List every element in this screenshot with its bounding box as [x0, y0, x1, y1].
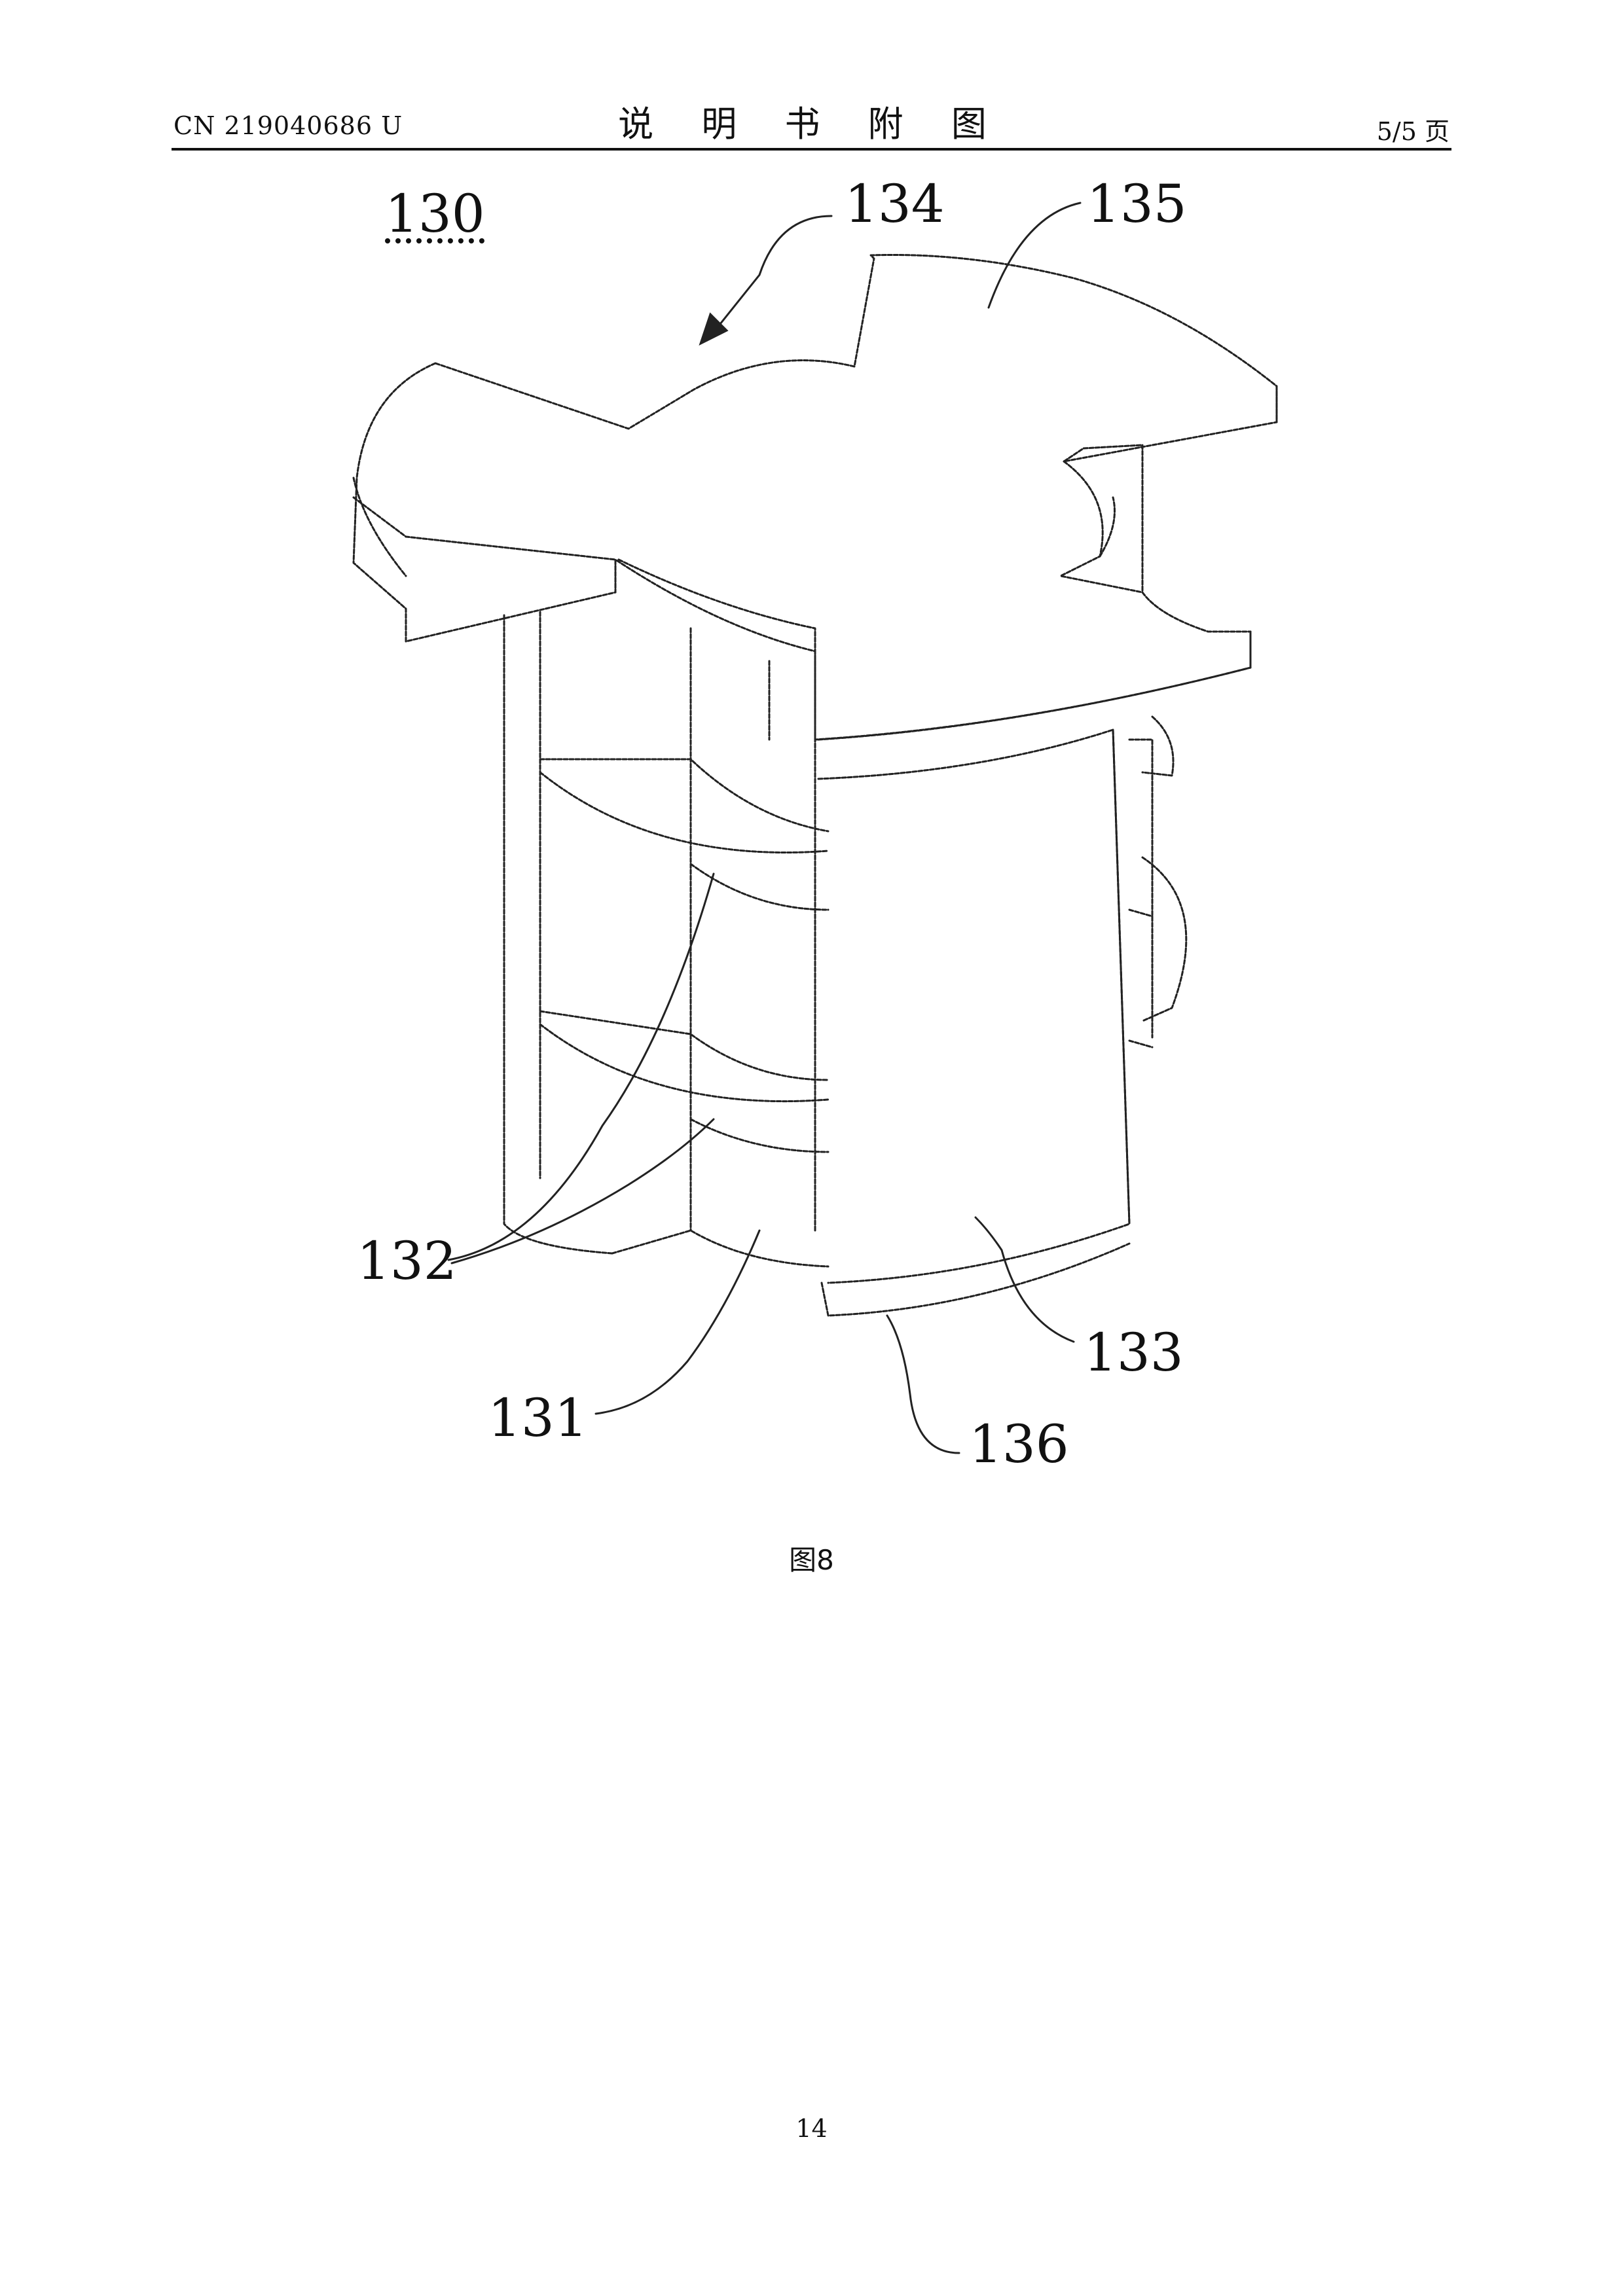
leader-136: [886, 1314, 960, 1454]
fin-upper-lower: [539, 771, 830, 853]
page-header-title: 说 明 书 附 图: [618, 103, 1005, 145]
front-shell-panel: [817, 728, 1131, 1284]
top-plate-front-edge: [617, 558, 816, 741]
body-left-wall: [503, 614, 613, 1255]
header-divider: [172, 148, 1451, 151]
body-bottom: [611, 1229, 830, 1268]
reference-label-130: 130: [385, 183, 485, 244]
reference-label-136: 136: [969, 1414, 1069, 1475]
patent-number: CN 219040686 U: [173, 111, 403, 140]
front-shell-right-edge: [1112, 728, 1131, 1225]
leader-134: [706, 215, 833, 342]
figure-caption: 图8: [789, 1544, 834, 1576]
reference-label-135: 135: [1087, 173, 1187, 234]
reference-label-133: 133: [1084, 1322, 1184, 1383]
top-plate-right-edge: [817, 666, 1252, 741]
figure-8-drawing: 130 134 135 132 131 133 136: [352, 173, 1278, 1475]
fin-upper: [539, 758, 830, 833]
fin-upper-curve: [689, 863, 830, 911]
fin-lower-curve: [689, 1118, 830, 1153]
leader-133: [974, 1216, 1075, 1343]
front-shell-base: [820, 1242, 1131, 1317]
top-plate-edge: [352, 496, 617, 594]
right-side-flange: [1128, 738, 1154, 1039]
top-cutout-inner: [1099, 496, 1116, 558]
reference-label-131: 131: [488, 1388, 588, 1448]
fin-lower: [539, 1010, 830, 1081]
right-side-bulge-mid: [1141, 856, 1188, 1022]
page-indicator: 5/5 页: [1376, 117, 1450, 146]
leader-135: [987, 202, 1082, 309]
component-line-drawing: [352, 202, 1278, 1454]
leader-134-arrowhead: [699, 312, 729, 346]
leader-131: [594, 1229, 761, 1415]
reference-label-134: 134: [845, 173, 945, 234]
page-number: 14: [795, 2114, 828, 2143]
top-plate-right-thickness: [1249, 385, 1278, 669]
top-cutout-curve: [1059, 460, 1144, 594]
reference-label-132: 132: [357, 1230, 457, 1291]
top-plate-outline: [352, 253, 1278, 741]
leader-132: [447, 872, 715, 1261]
right-side-bulge-top: [1141, 715, 1175, 777]
fin-lower-lower: [539, 1023, 830, 1103]
top-left-lobe: [352, 476, 407, 577]
right-side-ribs: [1128, 908, 1154, 1049]
leader-132-b: [450, 1118, 715, 1265]
